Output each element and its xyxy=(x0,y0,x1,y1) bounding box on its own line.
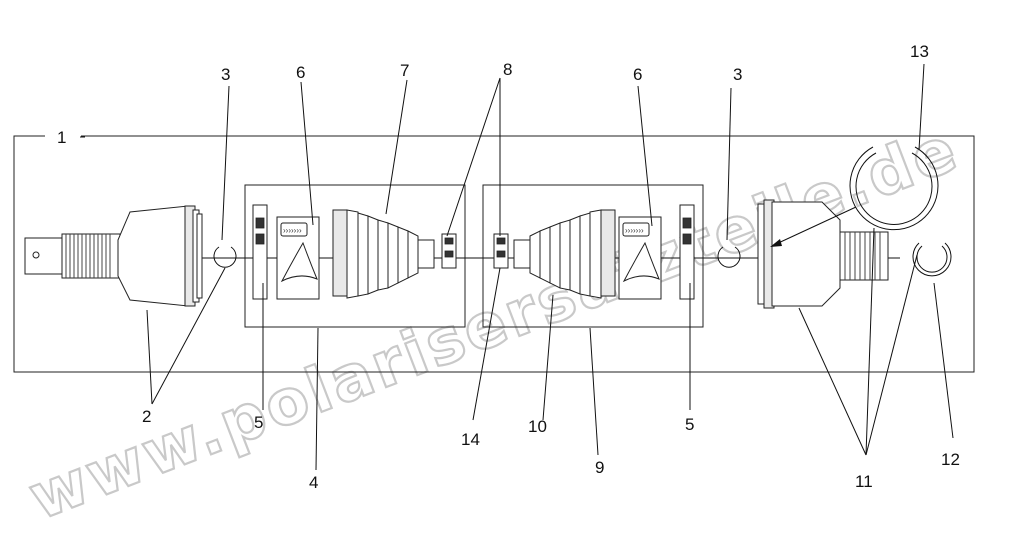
callout-13: 13 xyxy=(910,42,929,61)
assembly-frame xyxy=(13,135,975,373)
callout-4: 4 xyxy=(309,473,318,492)
callout-10: 10 xyxy=(528,417,547,436)
callout-8: 8 xyxy=(503,60,512,79)
callout-5-right: 5 xyxy=(685,415,694,434)
svg-text:›››››››: ››››››› xyxy=(625,226,644,235)
small-clamp-right xyxy=(493,233,509,269)
boot-kit-box-right xyxy=(482,184,704,328)
outer-cv-joint xyxy=(24,205,203,307)
outer-boot xyxy=(332,209,435,299)
callout-9: 9 xyxy=(595,458,604,477)
callout-5-left: 5 xyxy=(254,413,263,432)
grease-packet-left: ››››››› xyxy=(276,216,320,300)
callout-1: 1 xyxy=(57,128,66,147)
clamp-right xyxy=(679,204,695,300)
callout-6-right: 6 xyxy=(633,65,642,84)
watermark: www.polarisersatzteile.de xyxy=(19,112,968,534)
callout-2: 2 xyxy=(142,407,151,426)
callout-6-left: 6 xyxy=(296,63,305,82)
snap-ring-right xyxy=(717,246,741,268)
svg-text:›››››››: ››››››› xyxy=(283,226,302,235)
large-retaining-ring xyxy=(849,146,939,231)
small-clamp-left xyxy=(441,233,457,269)
callout-3-left: 3 xyxy=(221,65,230,84)
snap-ring-left xyxy=(213,246,237,268)
callout-3-right: 3 xyxy=(733,65,742,84)
small-circlip xyxy=(912,242,952,277)
grease-packet-right: ››››››› xyxy=(618,216,662,300)
callout-7: 7 xyxy=(400,61,409,80)
clamp-left xyxy=(252,204,268,300)
inner-cv-joint xyxy=(757,199,889,309)
callout-11: 11 xyxy=(855,472,873,491)
boot-kit-box-left xyxy=(244,184,466,328)
inner-boot xyxy=(513,209,616,299)
callout-14: 14 xyxy=(461,430,480,449)
callout-12: 12 xyxy=(941,450,960,469)
